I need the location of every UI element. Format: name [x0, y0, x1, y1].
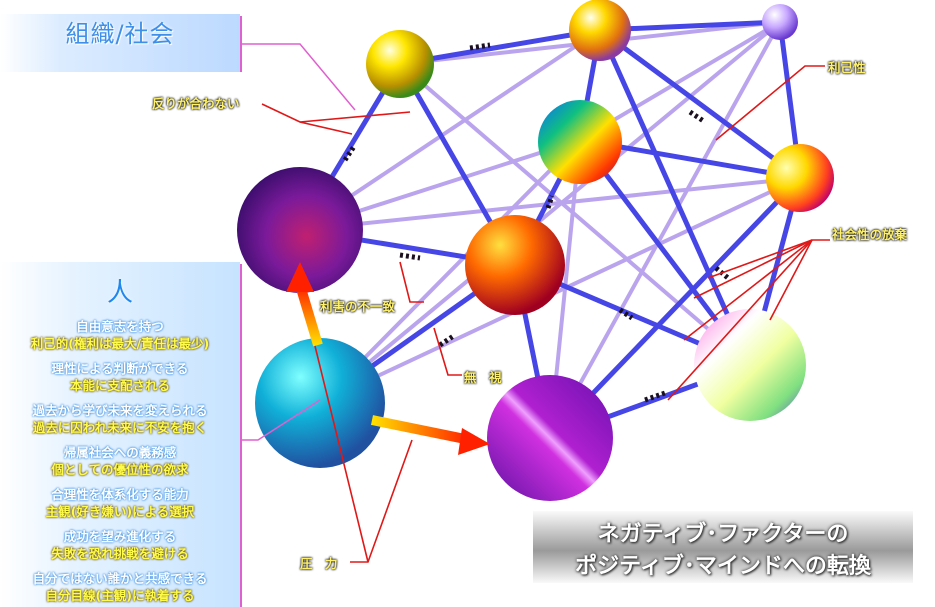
edge: [398, 62, 752, 367]
edge-mark: [399, 252, 421, 261]
trait-positive: 帰属社会への義務感: [63, 445, 177, 460]
callout-atsuryoku: 圧 力: [300, 556, 338, 571]
trait-positive: 合理性を体系化する能力: [51, 487, 189, 502]
pressure-arrowhead-right: [458, 428, 490, 455]
pressure-arrow-up: [295, 283, 323, 347]
trait-positive: 理性による判断ができる: [51, 361, 189, 376]
trait-positive: 過去から学び未来を変えられる: [32, 403, 208, 418]
node-sphere-pastel: [694, 309, 806, 421]
trait-negative: 自分目線(主観)に執着する: [45, 588, 195, 603]
pressure-arrow-right: [371, 415, 471, 445]
callout-line-rigai: [399, 261, 424, 303]
trait-duty: 帰属社会への義務感 個としての優位性の欲求: [0, 444, 240, 478]
edge: [597, 27, 753, 368]
banner-line-1: ネガティブ･ファクターの: [597, 522, 849, 547]
callout-rigai: 利害の不一致: [320, 299, 396, 314]
org-bracket: [240, 16, 242, 72]
trait-learn-from-past: 過去から学び未来を変えられる 過去に囚われ未来に不安を抱く: [0, 402, 240, 436]
trait-negative: 利己的(権利は最大/責任は最少): [30, 336, 210, 351]
callout-rikoshi: 利己性: [828, 60, 866, 75]
callout-line-atsuryoku-2: [314, 345, 369, 563]
trait-reason: 理性による判断ができる 本能に支配される: [0, 360, 240, 394]
callout-line-rikoshi: [715, 65, 825, 141]
node-sphere-yellow-red: [766, 144, 834, 212]
callout-line-atsuryoku-1: [350, 439, 413, 563]
trait-negative: 過去に囚われ未来に不安を抱く: [32, 420, 208, 435]
person-panel: [0, 262, 240, 607]
trait-negative: 個としての優位性の欲求: [51, 462, 189, 477]
trait-empathy: 自分ではない誰かと共感できる 自分目線(主観)に執着する: [0, 570, 240, 604]
node-sphere-gold: [569, 0, 631, 61]
callout-line-mushi: [433, 327, 462, 376]
node-sphere-yellow: [366, 30, 434, 98]
trait-positive: 自分ではない誰かと共感できる: [32, 571, 208, 586]
edge: [318, 176, 802, 405]
node-sphere-magenta: [487, 375, 613, 501]
person-title: 人: [106, 278, 133, 308]
callout-sori: 反りが合わない: [152, 96, 240, 111]
edge: [298, 176, 802, 232]
trait-negative: 失敗を恐れ挑戦を避ける: [51, 546, 189, 561]
edge: [597, 27, 803, 181]
org-panel: [0, 14, 240, 72]
node-sphere-cyan: [255, 338, 385, 468]
bracket-connectors: [242, 43, 356, 441]
pressure-arrowhead-up: [286, 262, 314, 292]
edge-mark: [545, 195, 555, 209]
callout-line-shakai-2: [693, 239, 813, 299]
callout-lines: [261, 65, 830, 563]
edge: [548, 20, 782, 440]
person-bracket: [240, 264, 242, 607]
trait-positive: 成功を望み進化する: [63, 529, 177, 544]
org-connector: [242, 43, 356, 111]
edge-mark: [688, 109, 707, 125]
node-sphere-lavender: [762, 4, 798, 40]
trait-negative: 本能に支配される: [69, 378, 170, 393]
callout-line-shakai-5: [667, 239, 813, 401]
trait-positive: 自由意志を持つ: [76, 319, 164, 334]
banner-line-2: ポジティブ･マインドへの転換: [575, 554, 871, 579]
edge: [318, 20, 782, 405]
callout-line-shakai-4: [769, 239, 813, 321]
callout-line-sori-2: [299, 111, 411, 123]
node-sphere-orange: [465, 215, 565, 315]
edges-lavender: [298, 20, 802, 440]
trait-negative: 主観(好き嫌い)による選択: [45, 504, 195, 519]
trait-free-will: 自由意志を持つ 利己的(権利は最大/責任は最少): [0, 318, 240, 352]
conversion-banner: [533, 511, 913, 583]
callout-mushi: 無 視: [464, 370, 502, 385]
callout-line-shakai-3: [707, 239, 813, 279]
person-connector: [242, 399, 321, 441]
node-sphere-rainbow: [538, 100, 622, 184]
trait-success: 成功を望み進化する 失敗を恐れ挑戦を避ける: [0, 528, 240, 562]
trait-rationality: 合理性を体系化する能力 主観(好き嫌い)による選択: [0, 486, 240, 520]
edge-mark: [618, 307, 634, 321]
org-title: 組織/社会: [65, 20, 175, 48]
node-sphere-purple: [237, 167, 363, 293]
callout-shakai: 社会性の放棄: [832, 227, 908, 242]
